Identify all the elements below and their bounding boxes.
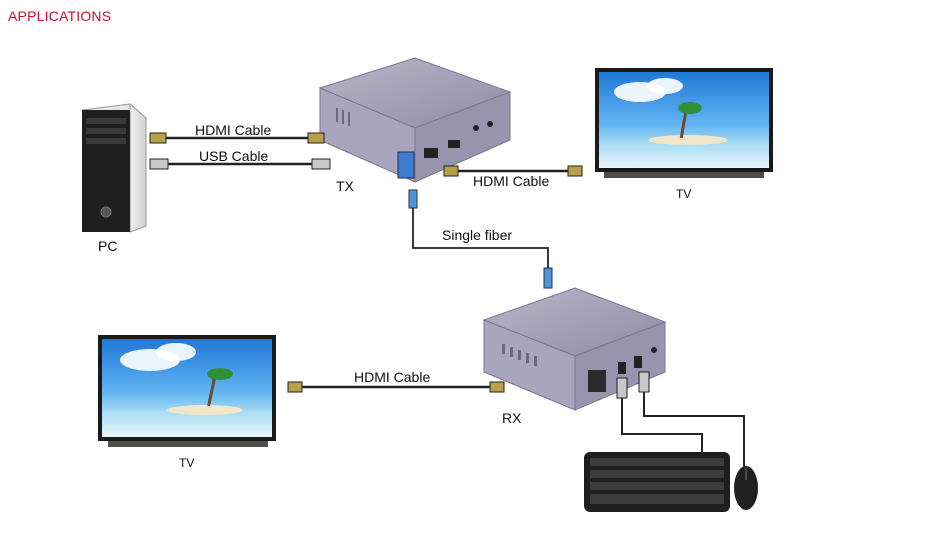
tv-left-icon — [98, 335, 276, 447]
pc-label: PC — [98, 238, 118, 254]
tx-extender-icon — [318, 57, 512, 183]
tv-top-icon — [595, 68, 773, 178]
usb-cable-keyboard — [621, 397, 703, 453]
rx-extender-icon — [482, 287, 667, 411]
pc-tower-icon — [80, 102, 148, 233]
page-title: APPLICATIONS — [8, 8, 112, 24]
hdmi-cable-rx-tv-label: HDMI Cable — [354, 369, 431, 385]
keyboard-icon — [584, 452, 730, 512]
cables — [149, 132, 745, 467]
hdmi-cable-tx-tv-label: HDMI Cable — [473, 173, 550, 189]
hdmi-cable-pc-label: HDMI Cable — [195, 122, 272, 138]
tx-label: TX — [336, 178, 354, 194]
usb-cable-mouse — [643, 391, 745, 467]
tv-top-label: TV — [676, 187, 692, 201]
mouse-icon — [734, 466, 758, 510]
rx-label: RX — [502, 410, 522, 426]
usb-cable-pc-label: USB Cable — [199, 148, 269, 164]
single-fiber-label: Single fiber — [442, 227, 513, 243]
tv-left-label: TV — [179, 456, 195, 470]
single-fiber-cable — [412, 199, 549, 271]
